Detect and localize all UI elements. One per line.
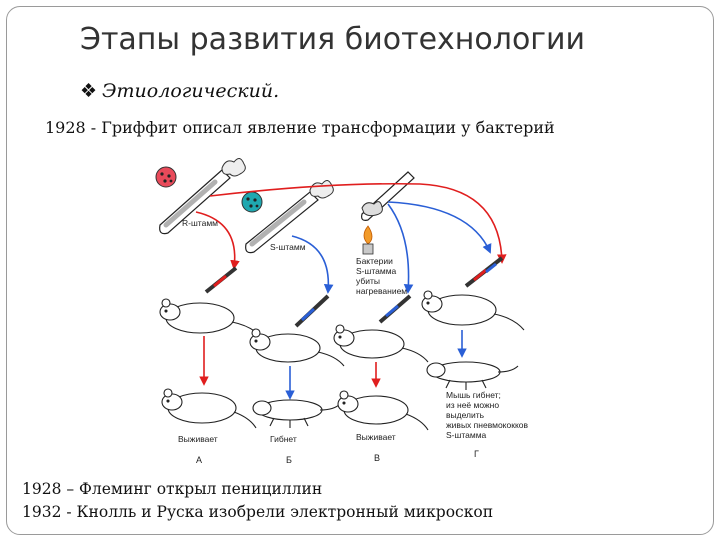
arrow-heated-to-g [387, 201, 492, 254]
mouse-g-injected [421, 290, 525, 331]
syringe-v [378, 294, 412, 324]
column-label-b: Б [286, 455, 292, 465]
r-strain-bacteria-icon [155, 166, 177, 188]
svg-text:S-штамма: S-штамма [356, 266, 397, 276]
result-b: Гибнет [270, 434, 297, 444]
footer-line-microscope: 1932 - Кнолль и Руска изобрели электронн… [22, 503, 494, 521]
svg-text:S-штамма: S-штамма [446, 430, 487, 440]
mouse-b-injected [249, 328, 345, 367]
arrow-r-to-g [209, 182, 507, 264]
result-a: Выживает [178, 434, 218, 444]
svg-text:Бактерии: Бактерии [356, 256, 393, 266]
arrow-r-to-a [195, 211, 240, 270]
mouse-a-injected [159, 298, 263, 339]
slide-title: Этапы развития биотехнологии [80, 22, 586, 57]
svg-text:выделить: выделить [446, 410, 485, 420]
tube-label-r: R-штамм [182, 218, 218, 228]
svg-text:Мышь гибнет;: Мышь гибнет; [446, 390, 501, 400]
mouse-a-alive [161, 388, 257, 429]
svg-text:из неё можно: из неё можно [446, 400, 499, 410]
heated-note: Бактерии S-штамма убиты нагреванием [356, 256, 407, 296]
svg-text:убиты: убиты [356, 276, 380, 286]
bullet-text: Этиологический. [102, 80, 280, 102]
column-label-v: В [374, 453, 380, 463]
mouse-v-injected [333, 324, 429, 363]
r-strain-tube [159, 158, 246, 235]
column-label-a: А [196, 455, 202, 465]
dead-note: Мышь гибнет; из неё можно выделить живых… [446, 390, 528, 440]
result-v: Выживает [356, 432, 396, 442]
bullet-heading: ❖Этиологический. [80, 80, 279, 102]
arrow-heated-to-v [387, 203, 414, 294]
heated-tube [361, 171, 415, 221]
syringe-b [294, 294, 330, 328]
s-strain-bacteria-icon [241, 191, 263, 213]
slide-frame [6, 6, 714, 535]
burner-flame-icon [362, 225, 374, 255]
diamond-bullet-icon: ❖ [80, 80, 98, 102]
arrow-s-to-b [291, 235, 334, 294]
footer-line-fleming: 1928 – Флеминг открыл пенициллин [22, 480, 323, 498]
griffith-line: 1928 - Гриффит описал явление трансформа… [45, 118, 555, 137]
syringe-a [204, 266, 238, 294]
mouse-b-dead [252, 399, 341, 428]
svg-text:нагреванием: нагреванием [356, 286, 407, 296]
s-strain-tube [245, 180, 334, 254]
mouse-v-alive [337, 390, 429, 431]
tube-label-s: S-штамм [270, 242, 306, 252]
column-label-g: Г [474, 449, 479, 459]
mouse-g-dead [426, 361, 519, 390]
syringe-g [464, 256, 504, 288]
svg-text:живых пневмококков: живых пневмококков [446, 420, 528, 430]
